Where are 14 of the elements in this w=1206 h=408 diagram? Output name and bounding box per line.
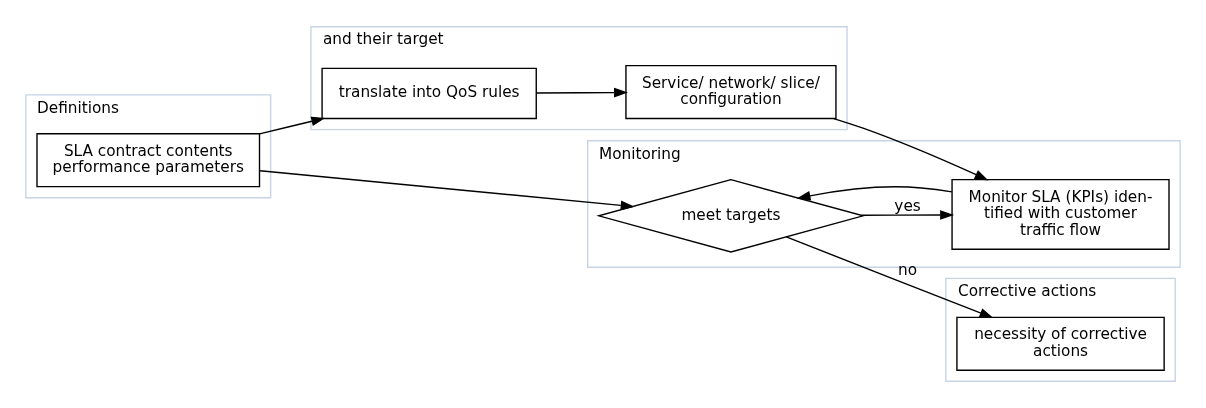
- arrow: [796, 186, 953, 201]
- node-box: Service/ network/ slice/ configuration: [625, 64, 837, 120]
- edge-label: yes: [894, 197, 921, 216]
- arrow: [258, 116, 326, 135]
- arrow: [535, 87, 628, 98]
- node-box: Monitor SLA (KPIs) iden- tified with customer traffic flow: [951, 178, 1170, 250]
- node-box: SLA contract contents performance parameters: [36, 133, 261, 188]
- node-box: necessity of corrective actions: [956, 316, 1165, 371]
- arrow: [833, 117, 989, 181]
- node-box: translate into QoS rules: [321, 67, 537, 120]
- arrow: [860, 210, 955, 220]
- arrow: [259, 170, 635, 211]
- arrow: [785, 236, 994, 319]
- node-diamond: meet targets: [596, 178, 866, 253]
